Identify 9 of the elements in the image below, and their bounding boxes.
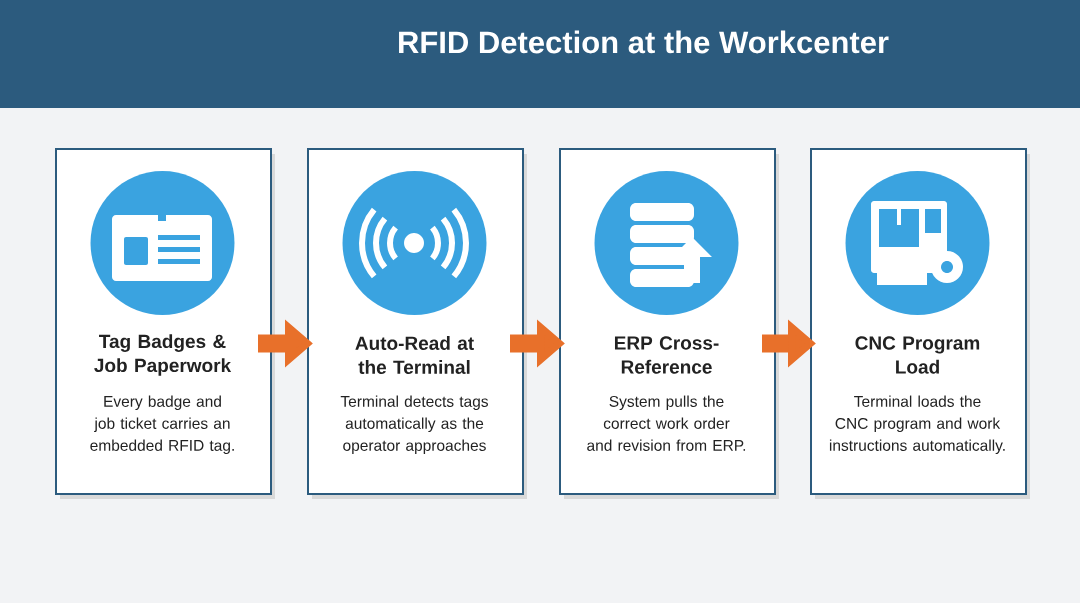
step-description: Every badge and job ticket carries an embedded RFID tag. xyxy=(90,395,234,454)
step-title: Tag Badges & Job Paperwork xyxy=(94,334,232,376)
step-description: Terminal detects tags automatically as the operator approaches xyxy=(340,395,488,454)
step-description: Terminal loads the CNC program and work instructions automatically. xyxy=(829,395,1005,454)
step-title: CNC Program Load xyxy=(855,336,980,374)
step-description: System pulls the correct work order and revision from ERP. xyxy=(587,395,746,451)
step-title: Auto-Read at the Terminal xyxy=(355,336,474,374)
step-title: ERP Cross-Reference xyxy=(615,336,719,374)
title: RFID Detection at the Workcenter xyxy=(399,30,889,54)
